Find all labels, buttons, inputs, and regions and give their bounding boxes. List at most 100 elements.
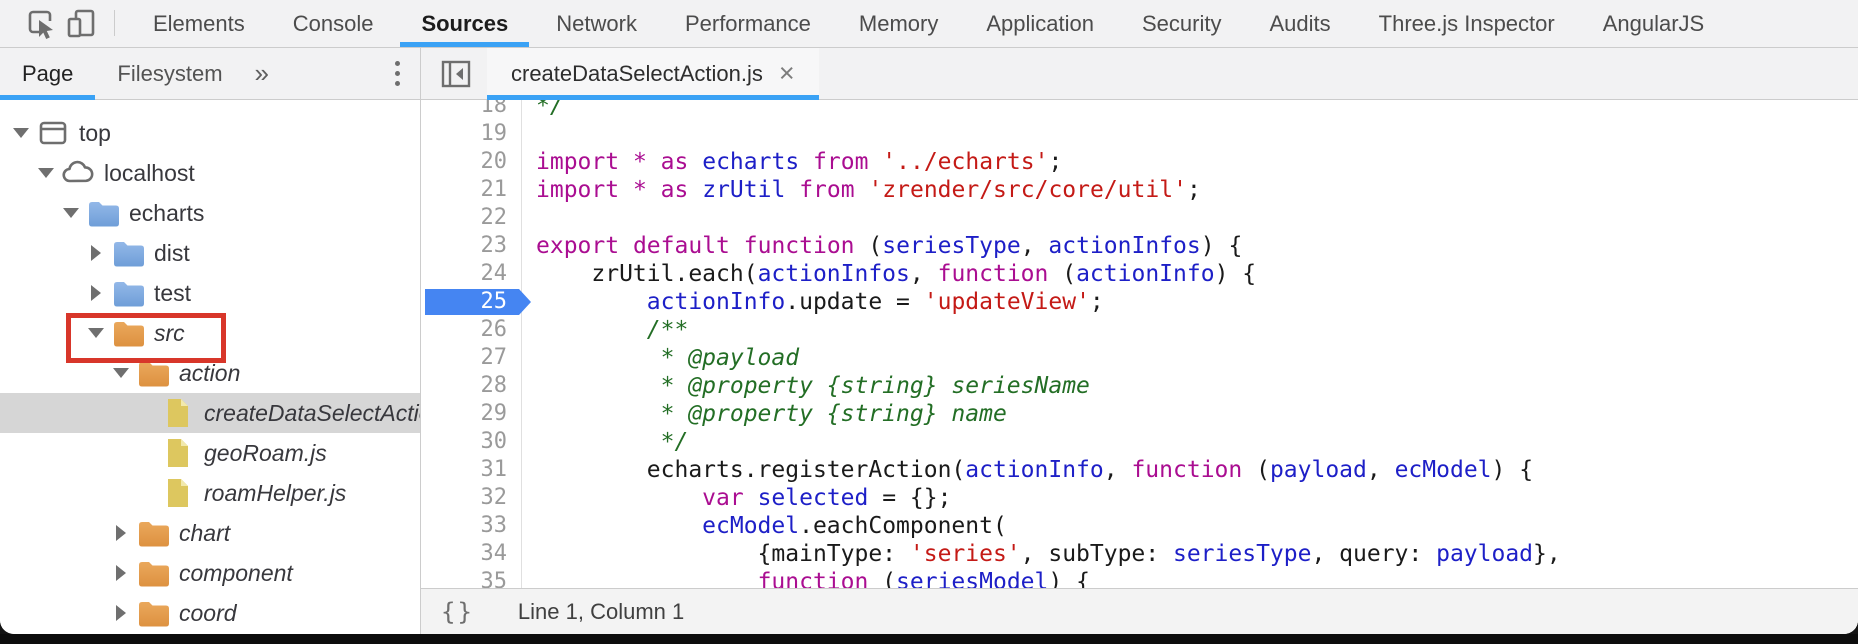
hide-navigator-icon[interactable] [433, 48, 479, 99]
folder-orange-icon [136, 598, 170, 628]
line-number-35[interactable]: 35 [480, 569, 508, 588]
code-line-31: echarts.registerAction(actionInfo, funct… [536, 457, 1534, 483]
navigator-header: Page Filesystem » [0, 48, 421, 100]
tree-item-label: echarts [129, 199, 205, 226]
line-number-33[interactable]: 33 [480, 513, 508, 538]
editor-tabbar: createDataSelectAction.js × [421, 48, 1858, 100]
line-number-27[interactable]: 27 [480, 345, 508, 370]
line-number-19[interactable]: 19 [480, 121, 508, 146]
tree-item-label: coord [179, 599, 237, 626]
code-line-18: */ [536, 100, 564, 119]
expanded-arrow-icon[interactable] [10, 128, 32, 138]
collapsed-arrow-icon[interactable] [110, 605, 132, 621]
nav-spacer [279, 48, 375, 99]
tab-audits[interactable]: Audits [1269, 10, 1331, 36]
expanded-arrow-icon[interactable] [110, 368, 132, 378]
device-toolbar-icon[interactable] [62, 7, 102, 41]
tree-item-label: geoRoam.js [204, 439, 327, 466]
execution-line-badge: 25 [425, 289, 531, 315]
tab-angularjs[interactable]: AngularJS [1602, 10, 1705, 36]
line-number-24[interactable]: 24 [480, 261, 508, 286]
more-tabs-icon[interactable]: » [254, 58, 269, 88]
pretty-print-icon[interactable]: {} [441, 597, 474, 626]
tree-item-component[interactable]: component [0, 553, 420, 593]
tab-performance[interactable]: Performance [684, 10, 811, 36]
line-number-22[interactable]: 22 [480, 205, 508, 230]
tab-sources[interactable]: Sources [397, 0, 532, 47]
line-number-21[interactable]: 21 [480, 177, 508, 202]
source-editor: 18 19 20 21 22 23 24252526 27 28 29 30 31 32 33 34 35 *… [421, 100, 1858, 634]
tree-item-createdataselectaction-js[interactable]: createDataSelectAction.js [0, 393, 420, 433]
tab-elements[interactable]: Elements [153, 10, 245, 36]
line-number-29[interactable]: 29 [480, 401, 508, 426]
tab-console[interactable]: Console [292, 10, 374, 36]
code-line-30: */ [536, 429, 689, 455]
line-number-23[interactable]: 23 [480, 233, 508, 258]
collapsed-arrow-icon[interactable] [110, 565, 132, 581]
folder-orange-icon [136, 558, 170, 588]
collapsed-arrow-icon[interactable] [85, 245, 107, 261]
tree-item-echarts[interactable]: echarts [0, 193, 420, 233]
close-tab-icon[interactable]: × [778, 58, 795, 88]
frame-icon [36, 118, 70, 148]
expanded-arrow-icon[interactable] [60, 208, 82, 218]
line-number-30[interactable]: 30 [480, 429, 508, 454]
line-number-32[interactable]: 32 [480, 485, 508, 510]
line-number-gutter: 18 19 20 21 22 23 24252526 27 28 29 30 31 32 33 34 35 [421, 100, 521, 588]
collapsed-arrow-icon[interactable] [85, 285, 107, 301]
tree-item-label: action [179, 359, 241, 386]
tree-item-label: localhost [104, 159, 195, 186]
line-number-28[interactable]: 28 [480, 373, 508, 398]
file-tab-label: createDataSelectAction.js [511, 60, 763, 86]
tab-network[interactable]: Network [556, 10, 637, 36]
line-number-31[interactable]: 31 [480, 457, 508, 482]
tab-security[interactable]: Security [1142, 10, 1222, 36]
code-line-26: /** [646, 317, 689, 343]
tab-memory[interactable]: Memory [858, 10, 939, 36]
tree-item-coord[interactable]: coord [0, 593, 420, 633]
line-number-18[interactable]: 18 [480, 100, 508, 118]
subheader: Page Filesystem » createDataSelect [0, 48, 1858, 100]
expanded-arrow-icon[interactable] [35, 168, 57, 178]
tree-item-top[interactable]: top [0, 113, 420, 153]
tab-page-label: Page [22, 60, 74, 86]
toolbar-icons [0, 0, 102, 47]
file-js-icon [161, 478, 195, 508]
inspect-element-icon[interactable] [22, 7, 62, 41]
line-number-26[interactable]: 26 [480, 317, 508, 342]
code-area[interactable]: 18 19 20 21 22 23 24252526 27 28 29 30 31 32 33 34 35 *… [421, 100, 1858, 588]
tree-item-label: component [179, 559, 293, 586]
code-line-19 [536, 120, 1858, 148]
editor-status-bar: {} Line 1, Column 1 [421, 588, 1858, 634]
line-number-25[interactable]: 2525 [421, 288, 521, 316]
folder-blue-icon [111, 278, 145, 308]
navigator-menu-icon[interactable] [375, 48, 420, 99]
tree-item-src[interactable]: src [0, 313, 420, 353]
tab-filesystem[interactable]: Filesystem [95, 48, 244, 99]
tree-item-label: roamHelper.js [204, 479, 347, 506]
tab-page[interactable]: Page [0, 48, 96, 100]
code-line-32: var selected = {}; [702, 485, 952, 511]
line-number-34[interactable]: 34 [480, 541, 508, 566]
file-tab-createdataselectaction[interactable]: createDataSelectAction.js × [487, 48, 819, 100]
collapsed-arrow-icon[interactable] [110, 525, 132, 541]
tree-item-chart[interactable]: chart [0, 513, 420, 553]
line-number-20[interactable]: 20 [480, 149, 508, 174]
tab-application[interactable]: Application [986, 10, 1094, 36]
tree-item-dist[interactable]: dist [0, 233, 420, 273]
tree-item-roamhelper-js[interactable]: roamHelper.js [0, 473, 420, 513]
main-toolbar: Elements Console Sources Network Performance… [0, 0, 1858, 48]
tree-item-test[interactable]: test [0, 273, 420, 313]
tab-three-js-inspector[interactable]: Three.js Inspector [1378, 10, 1555, 36]
file-js-icon [161, 398, 195, 428]
tree-item-action[interactable]: action [0, 353, 420, 393]
tree-item-localhost[interactable]: localhost [0, 153, 420, 193]
expanded-arrow-icon[interactable] [85, 328, 107, 338]
code-line-24: zrUtil.each(actionInfos, function (actio… [536, 261, 1257, 287]
tree-item-georoam-js[interactable]: geoRoam.js [0, 433, 420, 473]
gutter-background [421, 100, 522, 588]
code-line-27: * @payload [536, 345, 800, 371]
